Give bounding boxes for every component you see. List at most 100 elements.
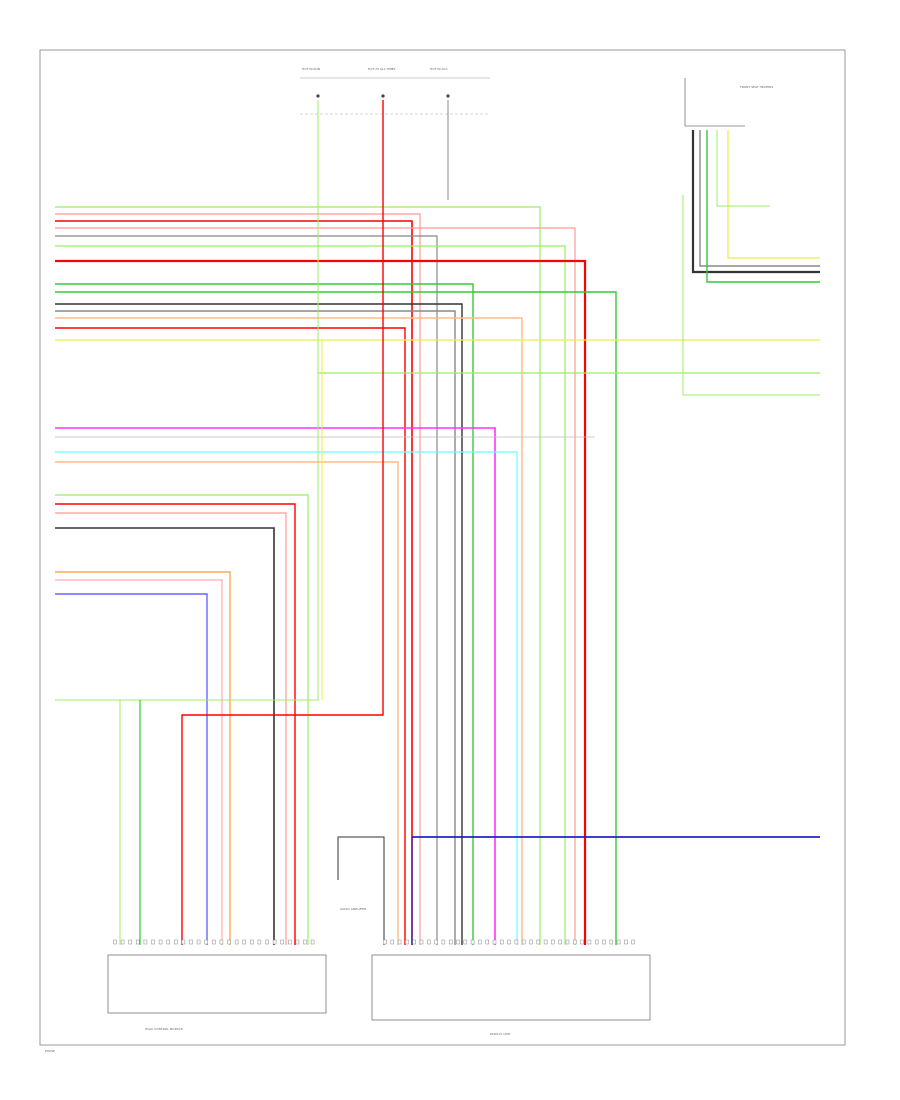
display-pin-20 [529,939,533,945]
wire-2 [55,213,421,945]
hvac-pin-7 [166,939,170,945]
display-pin-10 [456,939,460,945]
hvac-pin-13 [212,939,216,945]
wire-red-4 [55,503,296,945]
wire-10 [55,303,463,945]
hvac-module-label: HVAC CONTROL MODULE [145,1027,183,1031]
hvac-pin-14 [219,939,224,945]
hvac-pin-22 [280,939,284,945]
display-pin-27 [580,939,584,945]
hvac-pin-0 [113,939,117,945]
wire-seat-green [706,130,820,283]
display-pin-33 [624,939,628,945]
display-pin-4 [412,939,416,945]
display-pin-32 [616,939,621,945]
hvac-pin-23 [288,939,292,945]
display-pin-26 [573,939,577,945]
display-pin-8 [441,939,446,945]
wire-lg-4 [55,494,309,945]
wire-9 [55,291,617,945]
wire-4 [55,227,576,945]
fuse-dot-3 [446,94,450,98]
wire-13 [55,327,406,945]
hvac-pin-21 [272,939,277,945]
hvac-pin-26 [310,939,315,945]
display-pin-34 [631,939,635,945]
wire-6 [55,245,566,945]
hvac-pin-4 [143,939,148,945]
wire-seat-gray [699,130,820,267]
fuse-dot-2 [381,94,385,98]
wire-11 [55,310,456,945]
wire-1 [55,206,541,945]
wire-pink-5 [55,579,223,945]
display-pin-25 [565,939,570,945]
display-pin-3 [405,939,409,945]
wire-7 [55,259,587,945]
wire-seat-dark [691,130,820,274]
hvac-pin-9 [181,939,186,945]
fuse-label-2: HOT AT ALL TIMES [368,67,396,71]
hvac-pin-2 [128,939,132,945]
hvac-pin-5 [151,939,155,945]
display-pin-15 [492,939,497,945]
diagram-frame [39,49,846,1046]
display-pin-22 [543,939,548,945]
wire-green-right-2 [682,195,820,396]
wire-12 [55,317,523,945]
seat-heater-block: FRONT SEAT HEATERS [684,78,773,127]
display-pin-30 [602,939,606,945]
display-pin-2 [397,939,402,945]
display-pin-12 [470,939,475,945]
hvac-pin-15 [227,939,231,945]
display-pin-6 [427,939,431,945]
hvac-pin-6 [158,939,163,945]
wire-fuse-2 [181,100,384,945]
display-unit: DISPLAY UNIT [371,954,651,1036]
wire-dark-4 [55,527,275,945]
connector-pins [113,939,635,945]
display-pin-13 [478,939,482,945]
hvac-pin-20 [265,939,269,945]
hvac-module: HVAC CONTROL MODULE [107,954,327,1031]
hvac-pin-1 [120,939,125,945]
display-pin-0 [383,939,387,945]
hvac-pin-18 [250,939,254,945]
hvac-pin-11 [196,939,201,945]
wire-seat-lg [716,130,770,207]
wire-group [55,100,820,945]
hvac-pin-10 [189,939,193,945]
display-pin-7 [434,939,438,945]
display-pin-28 [587,939,592,945]
display-pin-31 [609,939,614,945]
display-pin-24 [558,939,562,945]
wire-3 [55,220,413,945]
display-pin-14 [485,939,489,945]
display-pin-16 [500,939,504,945]
wire-pink-4 [55,512,287,945]
hvac-pin-8 [174,939,178,945]
wire-seat-yellow [727,130,820,259]
hvac-pin-24 [295,939,300,945]
display-pin-29 [594,939,599,945]
fuse-label-3: HOT IN ACC [430,67,448,71]
seat-heater-label: FRONT SEAT HEATERS [740,85,773,89]
display-pin-9 [448,939,453,945]
top-fuse-group: HOT IN RUN HOT AT ALL TIMES HOT IN ACC [300,67,490,115]
hvac-pin-3 [136,939,140,945]
hvac-pin-19 [257,939,262,945]
hvac-pin-12 [204,939,208,945]
fuse-label-1: HOT IN RUN [302,67,320,71]
hvac-pin-17 [242,939,246,945]
wire-amp-loop [337,836,385,945]
wire-cyan [55,451,518,945]
display-pin-18 [514,939,519,945]
hvac-pin-25 [303,939,307,945]
bottom-left-text: PHASE [45,1049,55,1053]
wire-salmon [55,461,399,945]
display-pin-21 [536,939,541,945]
fuse-dot-1 [316,94,320,98]
display-pin-5 [419,939,424,945]
hvac-module-box [107,954,327,1014]
